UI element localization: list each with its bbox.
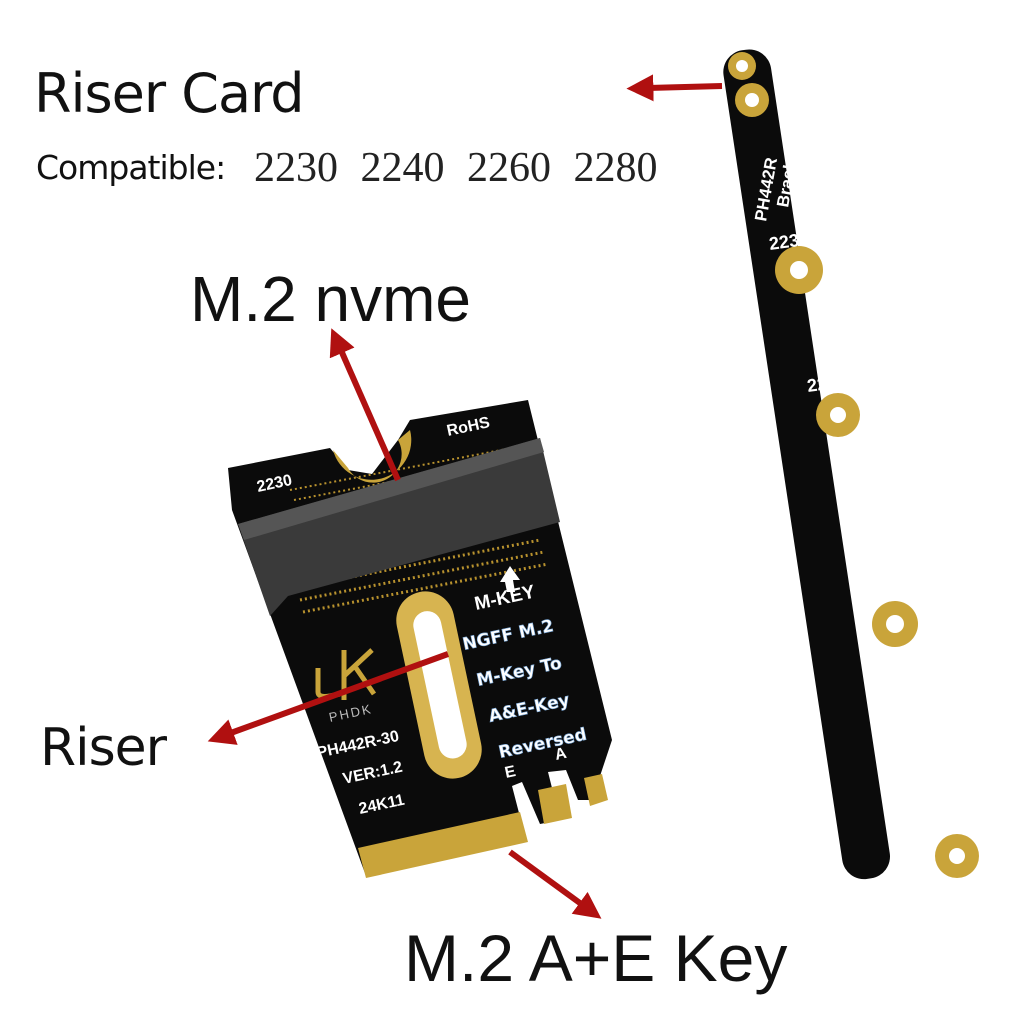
bracket-mark-2280: 2280 bbox=[924, 811, 966, 836]
arrow-ae bbox=[508, 849, 602, 919]
arrow-up-icon bbox=[500, 566, 520, 592]
callout-riser: Riser bbox=[40, 718, 167, 778]
m2-socket bbox=[238, 438, 560, 616]
callout-ae-key: M.2 A+E Key bbox=[404, 921, 788, 995]
page-title: Riser Card bbox=[34, 62, 305, 125]
arrow-riser bbox=[207, 651, 450, 745]
adapter-card: 2230 RoHS M-KEY NGFF M.2 M-Key To A&E-Ke… bbox=[228, 400, 612, 878]
arrow-bracket bbox=[626, 74, 723, 102]
bracket-mark-2242: 2242 bbox=[806, 371, 848, 396]
bracket-strip: PH442R Bracket 2230 2242 2260 2280 bbox=[723, 49, 979, 880]
compatible-values: 2230 2240 2260 2280 bbox=[254, 145, 658, 191]
callout-arrows bbox=[207, 74, 723, 919]
callout-nvme: M.2 nvme bbox=[190, 263, 471, 335]
arrow-nvme bbox=[329, 328, 401, 482]
compatible-label: Compatible: bbox=[36, 148, 226, 187]
card-key-a: A bbox=[553, 745, 568, 764]
bracket-mark-2260: 2260 bbox=[862, 577, 904, 602]
card-key-e: E bbox=[503, 763, 517, 782]
bracket-holes bbox=[728, 52, 979, 878]
edge-contacts-ae bbox=[358, 774, 608, 878]
